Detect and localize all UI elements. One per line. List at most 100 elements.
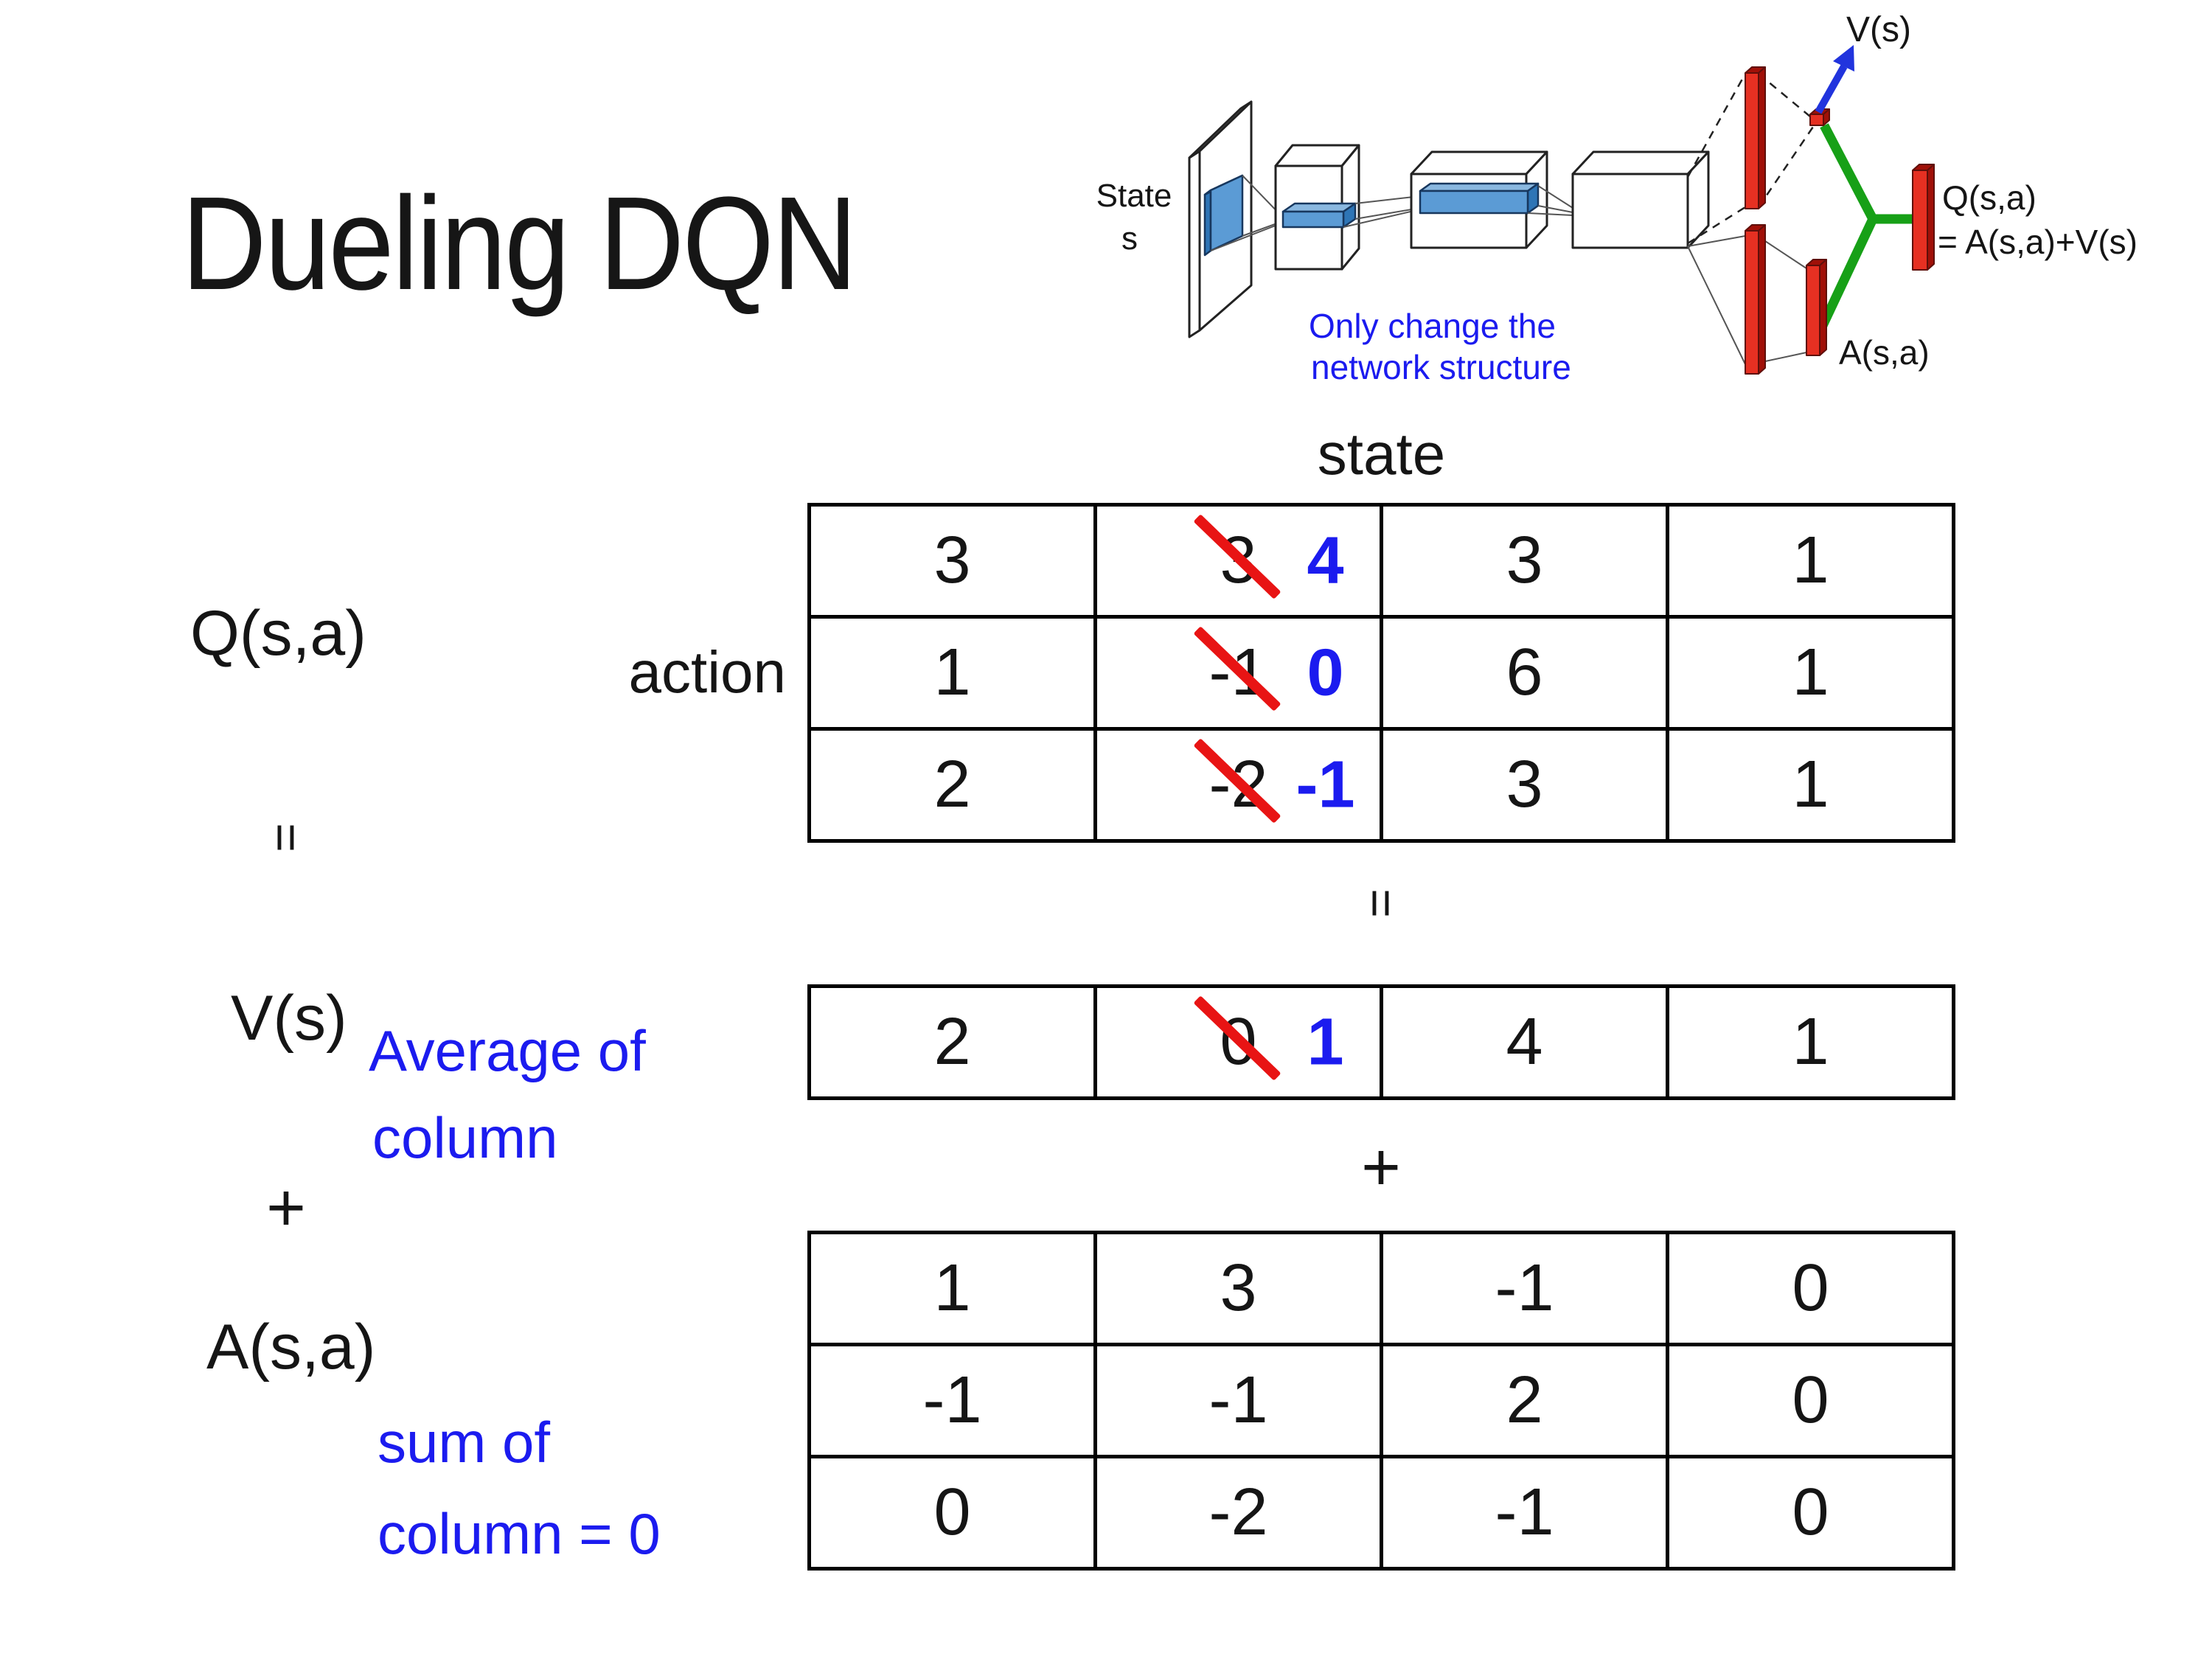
action-header: action <box>628 639 786 705</box>
cell-value: 0 <box>1792 1363 1829 1437</box>
table-cell: 6 <box>1380 619 1666 727</box>
cell-value: 1 <box>1792 636 1829 709</box>
table-cell: 1 <box>1666 731 1952 839</box>
cell-value: 0 <box>933 1475 971 1549</box>
table-cell: 3 <box>811 507 1093 615</box>
cell-value: 0 <box>1792 1475 1829 1549</box>
green-merge-connector <box>1813 123 1919 338</box>
table-cell: 3 <box>1380 507 1666 615</box>
conv-patch <box>1203 174 1244 257</box>
sum-note-line1: sum of <box>378 1410 551 1475</box>
diagram-note-line1: Only change the <box>1309 307 1556 345</box>
corrected-value: 1 <box>1307 1005 1344 1079</box>
table-cell: 0 <box>811 1458 1093 1567</box>
cell-value: 6 <box>1506 636 1543 709</box>
network-diagram: V(s) State s Only change the network str… <box>1096 10 2138 386</box>
table-cell: -1 <box>1380 1234 1666 1343</box>
table-cell: -10 <box>1093 619 1380 727</box>
table-cell: -1 <box>1380 1458 1666 1567</box>
value-function-label: V(s) <box>231 983 347 1054</box>
cell-value: 0 <box>1792 1251 1829 1325</box>
cell-value: 3 <box>933 524 971 597</box>
diagram-q-label-line1: Q(s,a) <box>1942 178 2037 217</box>
cell-value: 2 <box>933 748 971 821</box>
cell-value: 1 <box>1792 524 1829 597</box>
table-cell: -2-1 <box>1093 731 1380 839</box>
table-cell: 34 <box>1093 507 1380 615</box>
average-note-line2: column <box>372 1105 558 1170</box>
sum-note-line2: column = 0 <box>378 1501 661 1566</box>
fc-bar-bottom <box>1745 224 1766 375</box>
table-row: 1 -10 6 1 <box>811 615 1952 727</box>
table-cell: -1 <box>1093 1346 1380 1455</box>
table-cell: 1 <box>811 619 1093 727</box>
table-row: 2 01 4 1 <box>811 988 1952 1096</box>
advantage-stream-links <box>1687 235 1807 365</box>
table-row: 0 -2 -1 0 <box>811 1455 1952 1567</box>
v-table: 2 01 4 1 <box>807 984 1955 1100</box>
equals-mid-sign: = <box>1353 888 1409 918</box>
cell-value: 3 <box>1506 748 1543 821</box>
table-cell: 2 <box>811 731 1093 839</box>
table-cell: 2 <box>811 988 1093 1096</box>
cell-value: 1 <box>1792 1005 1829 1079</box>
diagram-q-label-line2: = A(s,a)+V(s) <box>1938 223 2138 261</box>
table-cell: 4 <box>1380 988 1666 1096</box>
q-function-label: Q(s,a) <box>190 598 366 669</box>
table-cell: 3 <box>1380 731 1666 839</box>
fan-lines-2 <box>1343 195 1421 228</box>
table-cell: 0 <box>1666 1234 1952 1343</box>
table-cell: 1 <box>811 1234 1093 1343</box>
a-table: 1 3 -1 0 -1 -1 2 0 0 -2 -1 0 <box>807 1231 1955 1571</box>
table-row: 1 3 -1 0 <box>811 1234 1952 1343</box>
diagram-state-label-line1: State <box>1096 178 1172 214</box>
state-header: state <box>1317 421 1446 487</box>
table-cell: -1 <box>811 1346 1093 1455</box>
conv-filter-2 <box>1419 182 1540 215</box>
diagram-v-label: V(s) <box>1846 10 1911 49</box>
average-note-line1: Average of <box>369 1018 646 1083</box>
cell-value: 1 <box>1792 748 1829 821</box>
fc-box <box>1571 150 1710 249</box>
cell-value: 2 <box>933 1005 971 1079</box>
conv-filter-1 <box>1281 202 1357 229</box>
table-cell: 3 <box>1093 1234 1380 1343</box>
table-cell: 1 <box>1666 619 1952 727</box>
cell-value: -2 <box>1208 1475 1268 1549</box>
corrected-value: 0 <box>1307 636 1344 709</box>
plus-mid-sign: + <box>1361 1130 1401 1205</box>
cell-value: -1 <box>922 1363 982 1437</box>
table-cell: 01 <box>1093 988 1380 1096</box>
fan-lines-3 <box>1527 185 1573 216</box>
plus-left-sign: + <box>266 1170 306 1245</box>
table-cell: -2 <box>1093 1458 1380 1567</box>
cell-value: 1 <box>933 636 971 709</box>
table-row: 2 -2-1 3 1 <box>811 727 1952 839</box>
table-row: -1 -1 2 0 <box>811 1343 1952 1455</box>
table-row: 3 34 3 1 <box>811 507 1952 615</box>
table-cell: 2 <box>1380 1346 1666 1455</box>
equals-left-sign: = <box>258 823 314 852</box>
table-cell: 1 <box>1666 507 1952 615</box>
cell-value: -1 <box>1208 1363 1268 1437</box>
diagram-state-label-line2: s <box>1121 220 1138 257</box>
corrected-value: -1 <box>1295 748 1355 821</box>
table-cell: 0 <box>1666 1346 1952 1455</box>
value-arrow-icon <box>1815 45 1854 114</box>
cell-value: -1 <box>1495 1251 1554 1325</box>
fc-bar-top <box>1745 66 1766 209</box>
advantage-function-label: A(s,a) <box>206 1312 376 1382</box>
advantage-bar <box>1806 259 1827 356</box>
output-bar <box>1912 164 1935 271</box>
cell-value: 2 <box>1506 1363 1543 1437</box>
cell-value: 3 <box>1506 524 1543 597</box>
slide-title: Dueling DQN <box>181 170 858 318</box>
table-cell: 0 <box>1666 1458 1952 1567</box>
cell-value: 3 <box>1220 1251 1257 1325</box>
cell-value: -1 <box>1495 1475 1554 1549</box>
diagram-note-line2: network structure <box>1311 348 1571 386</box>
table-cell: 1 <box>1666 988 1952 1096</box>
cell-value: 4 <box>1506 1005 1543 1079</box>
value-stream-links <box>1686 73 1815 245</box>
